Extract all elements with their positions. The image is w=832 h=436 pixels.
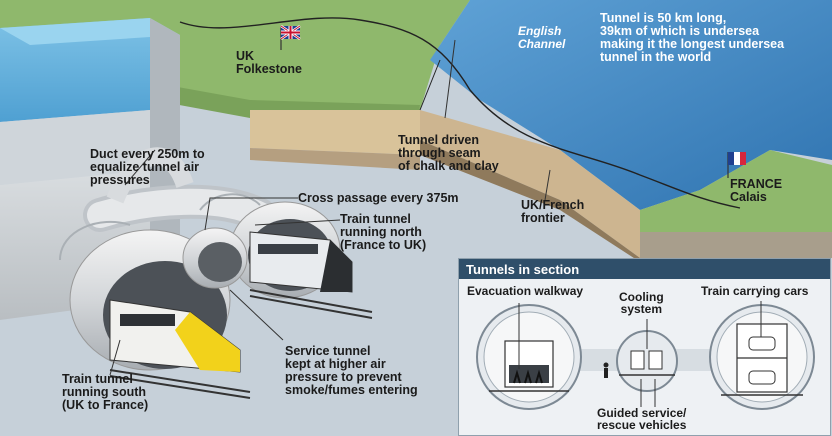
service-tunnel-label: Service tunnel kept at higher air pressu…: [285, 344, 418, 397]
train-south-label: Train tunnel running south (UK to France…: [62, 372, 149, 412]
train-north-label: Train tunnel running north (France to UK…: [340, 212, 427, 252]
inset-title: Tunnels in section: [466, 262, 580, 277]
guided-vehicles-label: Guided service/ rescue vehicles: [597, 406, 687, 432]
north-train: [249, 231, 373, 319]
left-tunnel-section: [476, 304, 582, 410]
france-calais-label: FRANCE Calais: [730, 177, 783, 204]
uk-flag-icon: [280, 24, 301, 50]
south-train: [109, 299, 251, 399]
duct-label: Duct every 250m to equalize tunnel air p…: [90, 147, 205, 187]
tunnel-driven-label: Tunnel driven through seam of chalk and …: [398, 133, 499, 173]
right-tunnel-section: [709, 304, 815, 410]
tunnel-facts-label: Tunnel is 50 km long, 39km of which is u…: [600, 11, 785, 64]
frontier-label: UK/French frontier: [521, 198, 585, 225]
train-carrying-cars-label: Train carrying cars: [701, 284, 809, 298]
france-flag-icon: [727, 152, 746, 178]
english-channel-label: English Channel: [518, 24, 566, 51]
tunnels-in-section-panel: Tunnels in section: [458, 258, 831, 436]
inset-header: Tunnels in section: [459, 259, 830, 279]
cooling-system-label: Cooling system: [619, 290, 664, 316]
evacuation-walkway-label: Evacuation walkway: [467, 284, 584, 298]
tunnel-cross-sections: [459, 279, 830, 435]
france-land: [640, 150, 832, 232]
cross-passage-label: Cross passage every 375m: [298, 191, 459, 205]
uk-folkestone-label: UK Folkestone: [236, 49, 302, 76]
